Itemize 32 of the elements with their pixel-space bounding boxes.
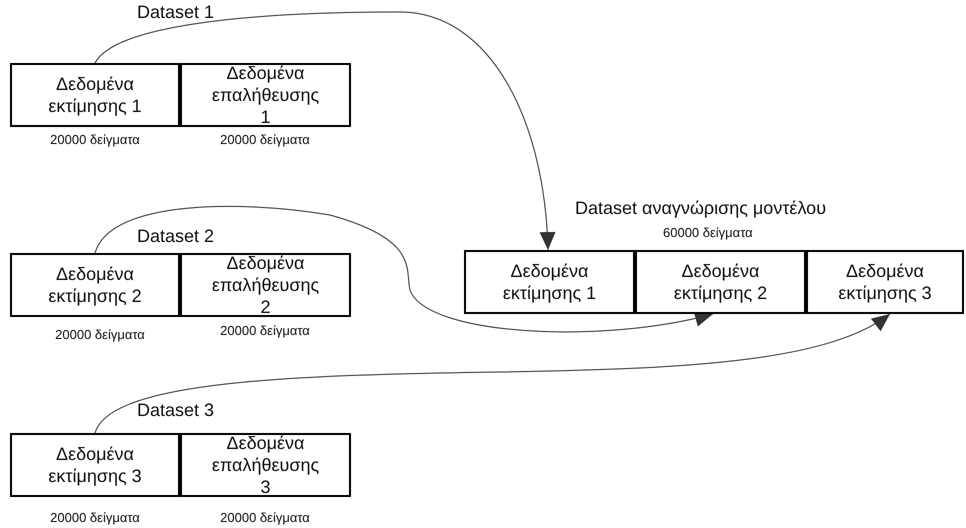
box-label: Δεδομένα εκτίμησης 2 (47, 263, 143, 307)
sample-count: 20000 δείγματα (219, 510, 311, 525)
sample-count: 20000 δείγματα (49, 510, 141, 525)
box-label: Δεδομένα επαλήθευσης 3 (210, 432, 320, 498)
box-label: Δεδομένα εκτίμησης 2 (672, 260, 768, 304)
data-box (806, 250, 964, 314)
data-box (464, 250, 635, 314)
dataset-title: Dataset αναγνώρισης μοντέλου (575, 198, 826, 219)
sample-count: 60000 δείγματα (663, 225, 753, 240)
dataset-title: Dataset 2 (137, 226, 214, 247)
box-label: Δεδομένα επαλήθευσης 1 (210, 62, 320, 128)
box-label: Δεδομένα επαλήθευσης 2 (210, 252, 320, 318)
curved-arrow (94, 12, 555, 250)
box-label: Δεδομένα εκτίμησης 3 (47, 443, 143, 487)
data-box (635, 250, 806, 314)
dataset-title: Dataset 3 (137, 400, 214, 421)
data-box (10, 63, 180, 127)
data-box (10, 433, 180, 497)
dataset-title: Dataset 1 (137, 2, 214, 23)
data-box (180, 253, 351, 317)
box-label: Δεδομένα εκτίμησης 1 (47, 73, 143, 117)
data-box (180, 433, 351, 497)
sample-count: 20000 δείγματα (219, 132, 311, 147)
data-box (180, 63, 351, 127)
sample-count: 20000 δείγματα (54, 327, 146, 342)
box-label: Δεδομένα εκτίμησης 1 (502, 260, 598, 304)
box-label: Δεδομένα εκτίμησης 3 (837, 260, 933, 304)
curved-arrow (94, 206, 714, 332)
sample-count: 20000 δείγματα (49, 132, 141, 147)
sample-count: 20000 δείγματα (219, 323, 311, 338)
curved-arrow (94, 314, 890, 434)
data-box (10, 253, 180, 317)
